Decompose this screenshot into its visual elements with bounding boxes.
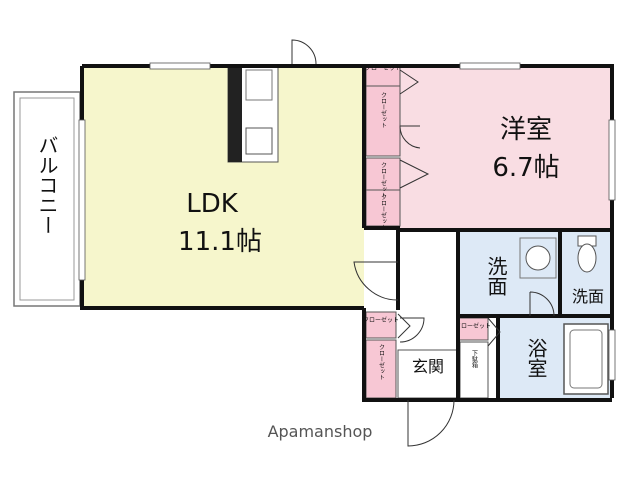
closet-label: クローゼット (380, 194, 387, 230)
door-swings (291, 39, 555, 447)
ldk-room (82, 66, 364, 308)
bedroom-name: 洋室 (500, 115, 552, 145)
bath-label: 浴室 (524, 338, 548, 378)
kitchen-stove (245, 69, 273, 101)
washroom-small-label: 洗面 (572, 287, 604, 306)
washroom-large (458, 232, 560, 316)
washroom-large-label: 洗面 (484, 256, 508, 296)
watermark: Apamanshop (268, 422, 373, 441)
closet-label: クローゼット (380, 162, 387, 198)
balcony-label: バルコニー (35, 135, 59, 235)
closet-label: クローゼット (363, 316, 399, 324)
shoe-box-label: 下駄箱 (471, 350, 478, 369)
hallway (400, 232, 456, 350)
washbasin-counter (519, 237, 557, 279)
bedroom-size: 6.7帖 (492, 153, 559, 183)
washbasin (525, 245, 551, 271)
balcony-inner-rail (19, 97, 75, 301)
closet-label: クローゼット (378, 344, 385, 380)
kitchen-wall-block (228, 66, 242, 162)
ldk-name: LDK (186, 189, 239, 219)
closet-label: クローゼット (455, 322, 491, 330)
closet-label: クローゼット (380, 92, 387, 128)
entrance-label: 玄関 (412, 357, 444, 376)
ldk-size: 11.1帖 (178, 227, 262, 257)
windows (78, 62, 616, 381)
closet-tall (365, 85, 401, 157)
toilet-bowl (577, 243, 597, 273)
shoe-box (459, 341, 489, 399)
bedroom-room (400, 66, 612, 230)
bathtub-inner (569, 329, 603, 389)
closet-door-marks (397, 69, 501, 347)
closet-entry-small (365, 311, 397, 339)
balcony (13, 91, 81, 307)
kitchen-sink (245, 127, 273, 155)
